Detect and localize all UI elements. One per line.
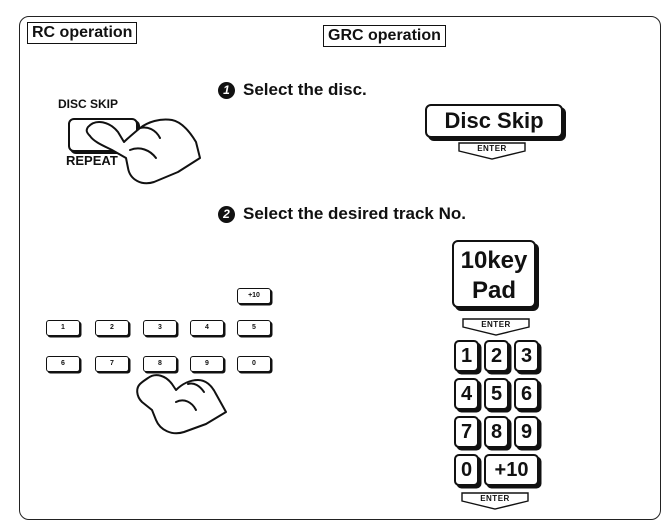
rc-key-7[interactable]: 7 [95,356,129,372]
grc-key-9[interactable]: 9 [514,416,539,448]
grc-key-8[interactable]: 8 [484,416,509,448]
grc-key-plus10[interactable]: +10 [484,454,539,486]
grc-key-0[interactable]: 0 [454,454,479,486]
enter-label: ENTER [481,320,511,329]
grc-10key-pad-button[interactable]: 10key Pad [452,240,536,308]
step-text-2: Select the desired track No. [243,204,466,223]
rc-key-4[interactable]: 4 [190,320,224,336]
rc-key-6[interactable]: 6 [46,356,80,372]
grc-key-5[interactable]: 5 [484,378,509,410]
rc-key-0[interactable]: 0 [237,356,271,372]
enter-arrow-icon [462,318,530,336]
grc-disc-skip-button[interactable]: Disc Skip [425,104,563,138]
grc-key-7[interactable]: 7 [454,416,479,448]
hand-disc-skip-icon [85,118,201,185]
rc-key-2[interactable]: 2 [95,320,129,336]
step-1: 1 Select the disc. [218,80,367,100]
rc-key-1[interactable]: 1 [46,320,80,336]
enter-indicator-10key: ENTER [461,318,531,336]
tenkey-label-line2: Pad [471,277,516,304]
grc-key-2[interactable]: 2 [484,340,509,372]
tenkey-label-line1: 10key [460,247,528,274]
rc-key-5[interactable]: 5 [237,320,271,336]
grc-key-4[interactable]: 4 [454,378,479,410]
rc-key-8[interactable]: 8 [143,356,177,372]
step-number-1: 1 [218,82,235,99]
grc-key-1[interactable]: 1 [454,340,479,372]
rc-key-plus10[interactable]: +10 [237,288,271,304]
diagram-frame [19,16,661,520]
step-number-2: 2 [218,206,235,223]
grc-key-6[interactable]: 6 [514,378,539,410]
grc-operation-header: GRC operation [323,25,446,47]
enter-arrow-icon [461,492,529,510]
enter-arrow-icon [458,142,526,160]
repeat-label: REPEAT [66,153,118,168]
enter-indicator-keypad: ENTER [460,492,530,510]
enter-label: ENTER [480,494,510,503]
disc-skip-label: DISC SKIP [58,97,119,111]
rc-operation-header: RC operation [27,22,138,44]
grc-key-3[interactable]: 3 [514,340,539,372]
hand-keypad-icon [136,374,227,435]
rc-key-3[interactable]: 3 [143,320,177,336]
enter-indicator-disc-skip: ENTER [457,142,527,160]
step-2: 2 Select the desired track No. [218,204,466,224]
step-text-1: Select the disc. [243,80,367,99]
enter-label: ENTER [477,144,507,153]
rc-key-9[interactable]: 9 [190,356,224,372]
